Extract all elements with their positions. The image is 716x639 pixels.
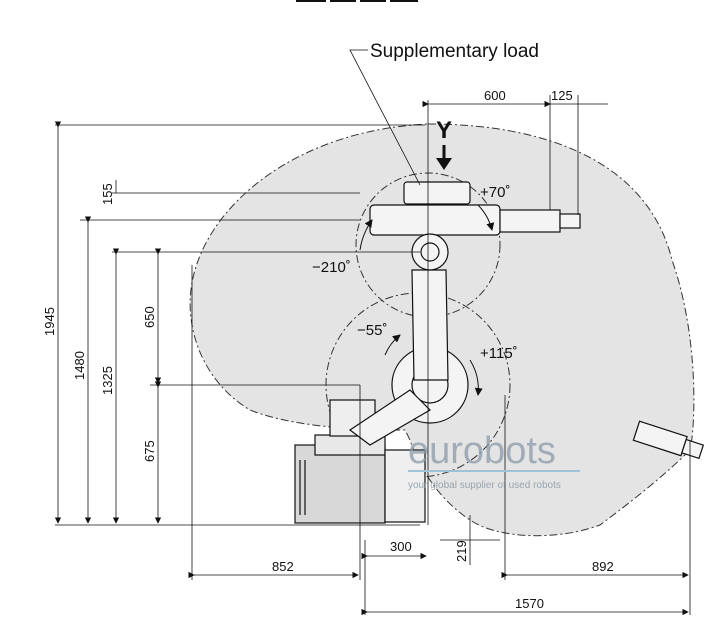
dim-left-1325: 1325 [100, 366, 115, 395]
watermark: eurobots your global supplier of used ro… [408, 430, 580, 491]
y-axis-arrow [436, 145, 452, 170]
angle-arcs [359, 204, 495, 396]
callout-label: Supplementary load [370, 41, 539, 62]
robot-lower-arm [348, 269, 469, 446]
dim-left-1945: 1945 [42, 307, 57, 336]
angle-a4: +115˚ [480, 345, 518, 362]
dim-left-155: 155 [100, 183, 115, 205]
robot-tool-extended [632, 420, 705, 460]
dim-bottom-852: 852 [272, 559, 294, 574]
dim-left-675: 675 [142, 440, 157, 462]
callout-leader [349, 49, 421, 186]
angle-a3: −55˚ [357, 322, 387, 339]
dim-bottom-892: 892 [592, 559, 614, 574]
dim-left-1480: 1480 [72, 351, 87, 380]
centre-lines [55, 95, 691, 615]
angle-a2: −210˚ [312, 259, 351, 276]
dim-bottom-219: 219 [454, 540, 469, 562]
dim-bottom-1570: 1570 [515, 596, 544, 611]
robot-upper-arm [369, 181, 581, 271]
angle-a1: +70˚ [480, 184, 510, 201]
watermark-tagline: your global supplier of used robots [408, 480, 561, 491]
dim-left-650: 650 [142, 306, 157, 328]
watermark-brand: eurobots [408, 430, 556, 472]
dim-top-600: 600 [484, 88, 506, 103]
dim-top-125: 125 [551, 88, 573, 103]
dimension-lines [54, 100, 689, 616]
y-axis-label: Y [436, 117, 452, 144]
dim-bottom-300: 300 [390, 539, 412, 554]
